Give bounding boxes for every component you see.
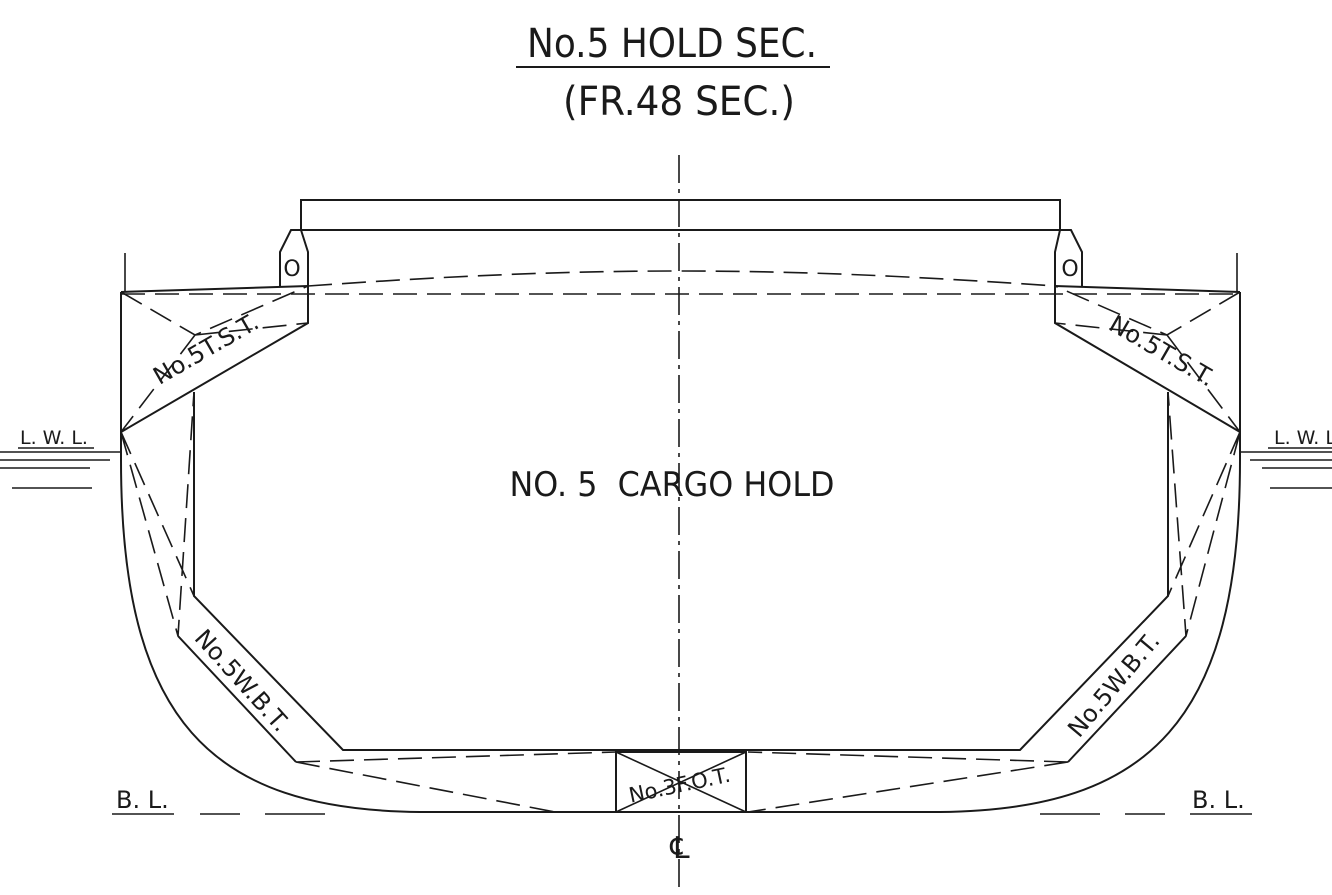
tst-port-label: No.5T.S.T. [148, 308, 263, 391]
waterline-left [0, 447, 121, 489]
inner-hull [193, 392, 1169, 751]
tst-port-cross [120, 285, 309, 433]
lwl-right-label: L. W. L. [1274, 427, 1332, 449]
lwl-left-label: L. W. L. [20, 427, 88, 449]
hatch-mark-stbd: O [1061, 257, 1078, 282]
deck-line [120, 285, 309, 293]
wbt-port-label: No.5W.B.T. [189, 624, 295, 737]
fot-label: No.3F.O.T. [627, 763, 733, 808]
topside-tank-stbd [1054, 286, 1241, 433]
centerline-symbol: ℄ [669, 831, 689, 866]
waterline-right [1240, 447, 1332, 489]
bl-right-label: B. L. [1192, 786, 1245, 814]
hatch-coaming-stbd [1054, 229, 1083, 286]
hopper-bottom-stbd [1067, 635, 1187, 763]
bl-left-label: B. L. [116, 786, 169, 814]
hatch-mark-port: O [283, 257, 300, 282]
drawing-title: No.5 HOLD SEC. [527, 21, 817, 67]
cargo-hold-label: NO. 5 CARGO HOLD [510, 465, 835, 505]
wbt-stbd-label: No.5W.B.T. [1062, 627, 1165, 742]
hopper-bottom-port [177, 635, 297, 763]
fot-cross [615, 751, 747, 813]
tst-stbd-cross [1054, 285, 1241, 433]
hatch-coaming-port [279, 229, 309, 286]
fuel-oil-tank [615, 751, 747, 813]
deck-line-stbd [1054, 285, 1241, 293]
hatch-cover [300, 199, 1061, 231]
tst-stbd-label: No.5T.S.T. [1104, 310, 1219, 393]
drawing-subtitle: (FR.48 SEC.) [563, 79, 795, 125]
deck-camber-line [307, 270, 1056, 287]
